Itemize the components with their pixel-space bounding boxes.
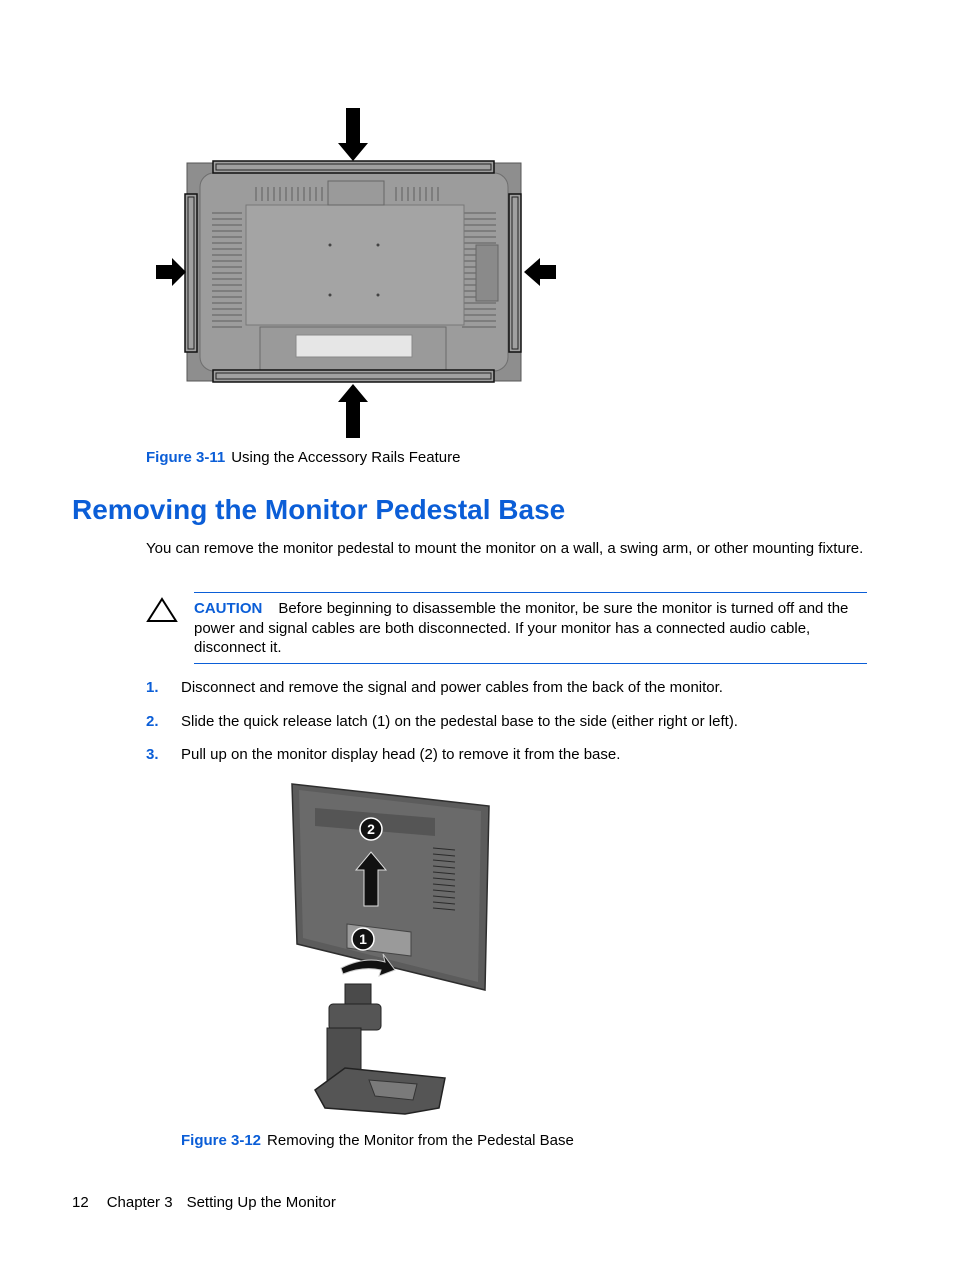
pedestal-removal-illustration: 2 1 <box>291 783 490 1115</box>
chapter-label: Chapter 3 <box>106 1194 173 1211</box>
figure-3-12-caption: Figure 3-12 Removing the Monitor from the… <box>181 1132 574 1150</box>
caution-text: Before beginning to disassemble the moni… <box>194 600 849 656</box>
callout-2: 2 <box>367 821 375 837</box>
step-1-number: 1. <box>146 679 159 696</box>
callout-1: 1 <box>359 931 367 947</box>
step-2-text: Slide the quick release latch (1) on the… <box>181 713 738 730</box>
intro-paragraph: You can remove the monitor pedestal to m… <box>146 540 864 557</box>
page-footer: 12 Chapter 3 Setting Up the Monitor <box>72 1194 354 1212</box>
figure-number: Figure 3-11 <box>146 449 226 466</box>
figure-number: Figure 3-12 <box>181 1132 262 1149</box>
figure-caption-text: Using the Accessory Rails Feature <box>231 449 461 466</box>
step-3-text: Pull up on the monitor display head (2) … <box>181 746 621 763</box>
section-title: Removing the Monitor Pedestal Base <box>72 494 566 525</box>
step-2-number: 2. <box>146 713 159 730</box>
step-3-number: 3. <box>146 746 159 763</box>
accessory-rails-illustration <box>156 108 556 438</box>
chapter-title: Setting Up the Monitor <box>186 1194 336 1211</box>
caution-icon <box>146 597 178 622</box>
figure-caption-text: Removing the Monitor from the Pedestal B… <box>267 1132 574 1149</box>
step-1-text: Disconnect and remove the signal and pow… <box>181 679 723 696</box>
page-number: 12 <box>72 1194 89 1211</box>
figure-3-11-caption: Figure 3-11 Using the Accessory Rails Fea… <box>146 449 460 467</box>
caution-label: CAUTION <box>194 600 263 617</box>
